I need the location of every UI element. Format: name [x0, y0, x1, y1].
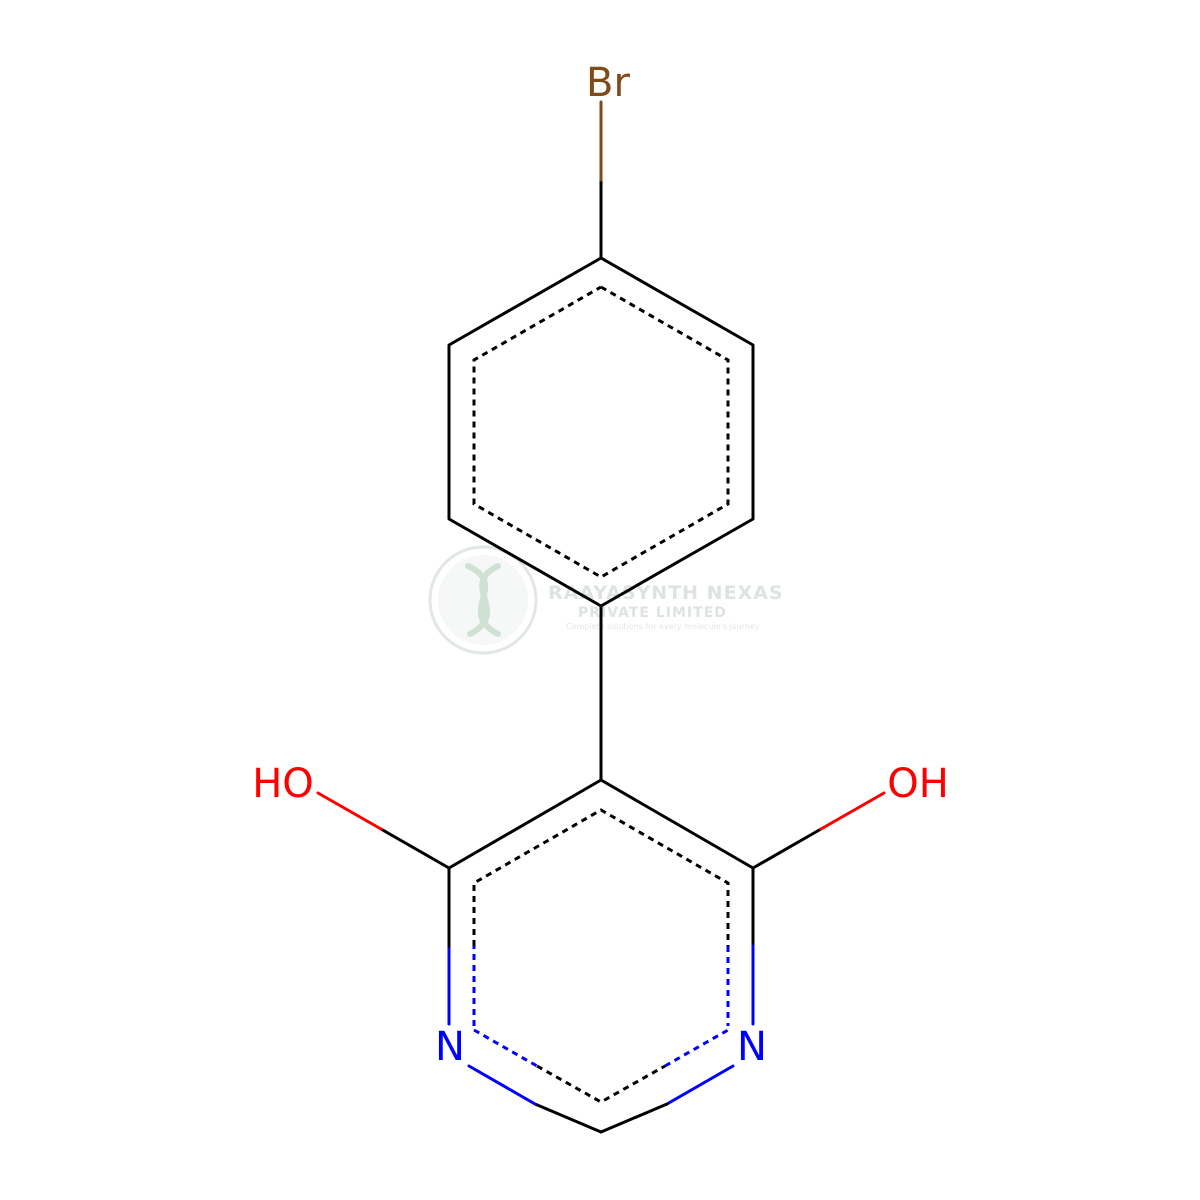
- watermark-ring: [428, 545, 538, 655]
- nitrogen-left-label: N: [435, 1024, 465, 1070]
- watermark: RAAYASYNTH NEXAS PRIVATE LIMITED Complet…: [428, 545, 784, 655]
- c-oh-bond-left: [316, 791, 451, 870]
- watermark-subtitle: PRIVATE LIMITED: [578, 605, 727, 621]
- benzene-aromatic-dashes: [472, 285, 730, 579]
- pyrimidine-ring: [447, 778, 755, 1134]
- watermark-title: RAAYASYNTH NEXAS: [548, 582, 784, 604]
- hydroxyl-right-label: OH: [887, 761, 949, 807]
- c-oh-bond-right: [751, 791, 886, 870]
- bromine-label: Br: [586, 60, 630, 106]
- dna-helix-icon: [465, 563, 501, 637]
- nitrogen-right-label: N: [737, 1024, 767, 1070]
- pyrimidine-aromatic-dashes: [472, 808, 730, 1104]
- benzene-ring: [447, 256, 755, 608]
- hydroxyl-left-label: HO: [252, 761, 314, 807]
- watermark-tagline: Complete solutions for every molecule's …: [566, 622, 760, 631]
